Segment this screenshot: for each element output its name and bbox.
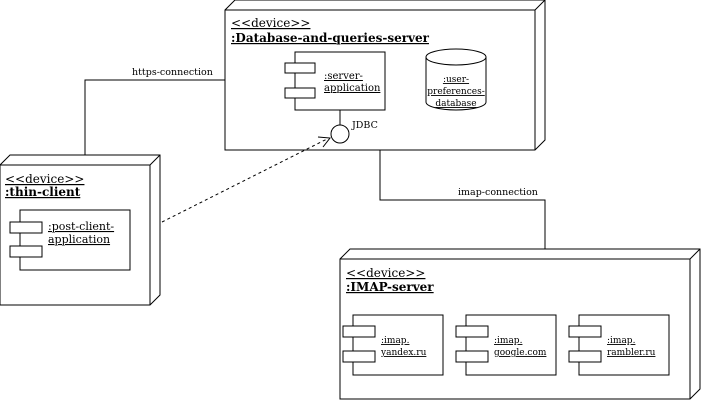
user-preferences-database — [425, 48, 487, 111]
jdbc-interface — [330, 110, 350, 144]
https-connection-line — [84, 79, 225, 155]
jdbc-dependency-arrow — [161, 136, 331, 223]
thin-client-title: :thin-client — [5, 185, 81, 199]
imap-google-label-1: :imap. — [494, 336, 523, 346]
server-application-label-1: :server- — [324, 71, 363, 82]
jdbc-label: JDBC — [351, 120, 378, 131]
imap-google-component — [455, 314, 557, 376]
https-connection-label: https-connection — [132, 67, 213, 78]
imap-rambler-component — [568, 314, 670, 376]
imap-rambler-label-2: rambler.ru — [607, 348, 656, 358]
post-client-label-1: :post-client- — [48, 220, 114, 233]
imap-yandex-component — [342, 314, 444, 376]
database-label-2: preferences- — [427, 87, 485, 97]
database-label-1: :user- — [443, 75, 469, 85]
imap-yandex-label-1: :imap. — [381, 336, 410, 346]
imap-server-stereotype: <<device>> — [346, 266, 425, 280]
imap-yandex-label-2: yandex.ru — [380, 348, 427, 358]
imap-connection-label: imap-connection — [458, 187, 538, 198]
imap-google-label-2: google.com — [494, 348, 547, 358]
post-client-application-component — [9, 209, 131, 271]
imap-connection-line — [379, 150, 546, 249]
db-server-stereotype: <<device>> — [231, 16, 310, 30]
imap-server-title: :IMAP-server — [346, 280, 434, 294]
thin-client-stereotype: <<device>> — [5, 172, 84, 186]
server-application-component — [284, 51, 386, 111]
post-client-label-2: application — [48, 233, 110, 246]
database-label-3: database — [435, 99, 476, 109]
server-application-label-2: application — [324, 83, 381, 94]
db-server-title: :Database-and-queries-server — [231, 31, 430, 45]
imap-rambler-label-1: :imap. — [607, 336, 636, 346]
